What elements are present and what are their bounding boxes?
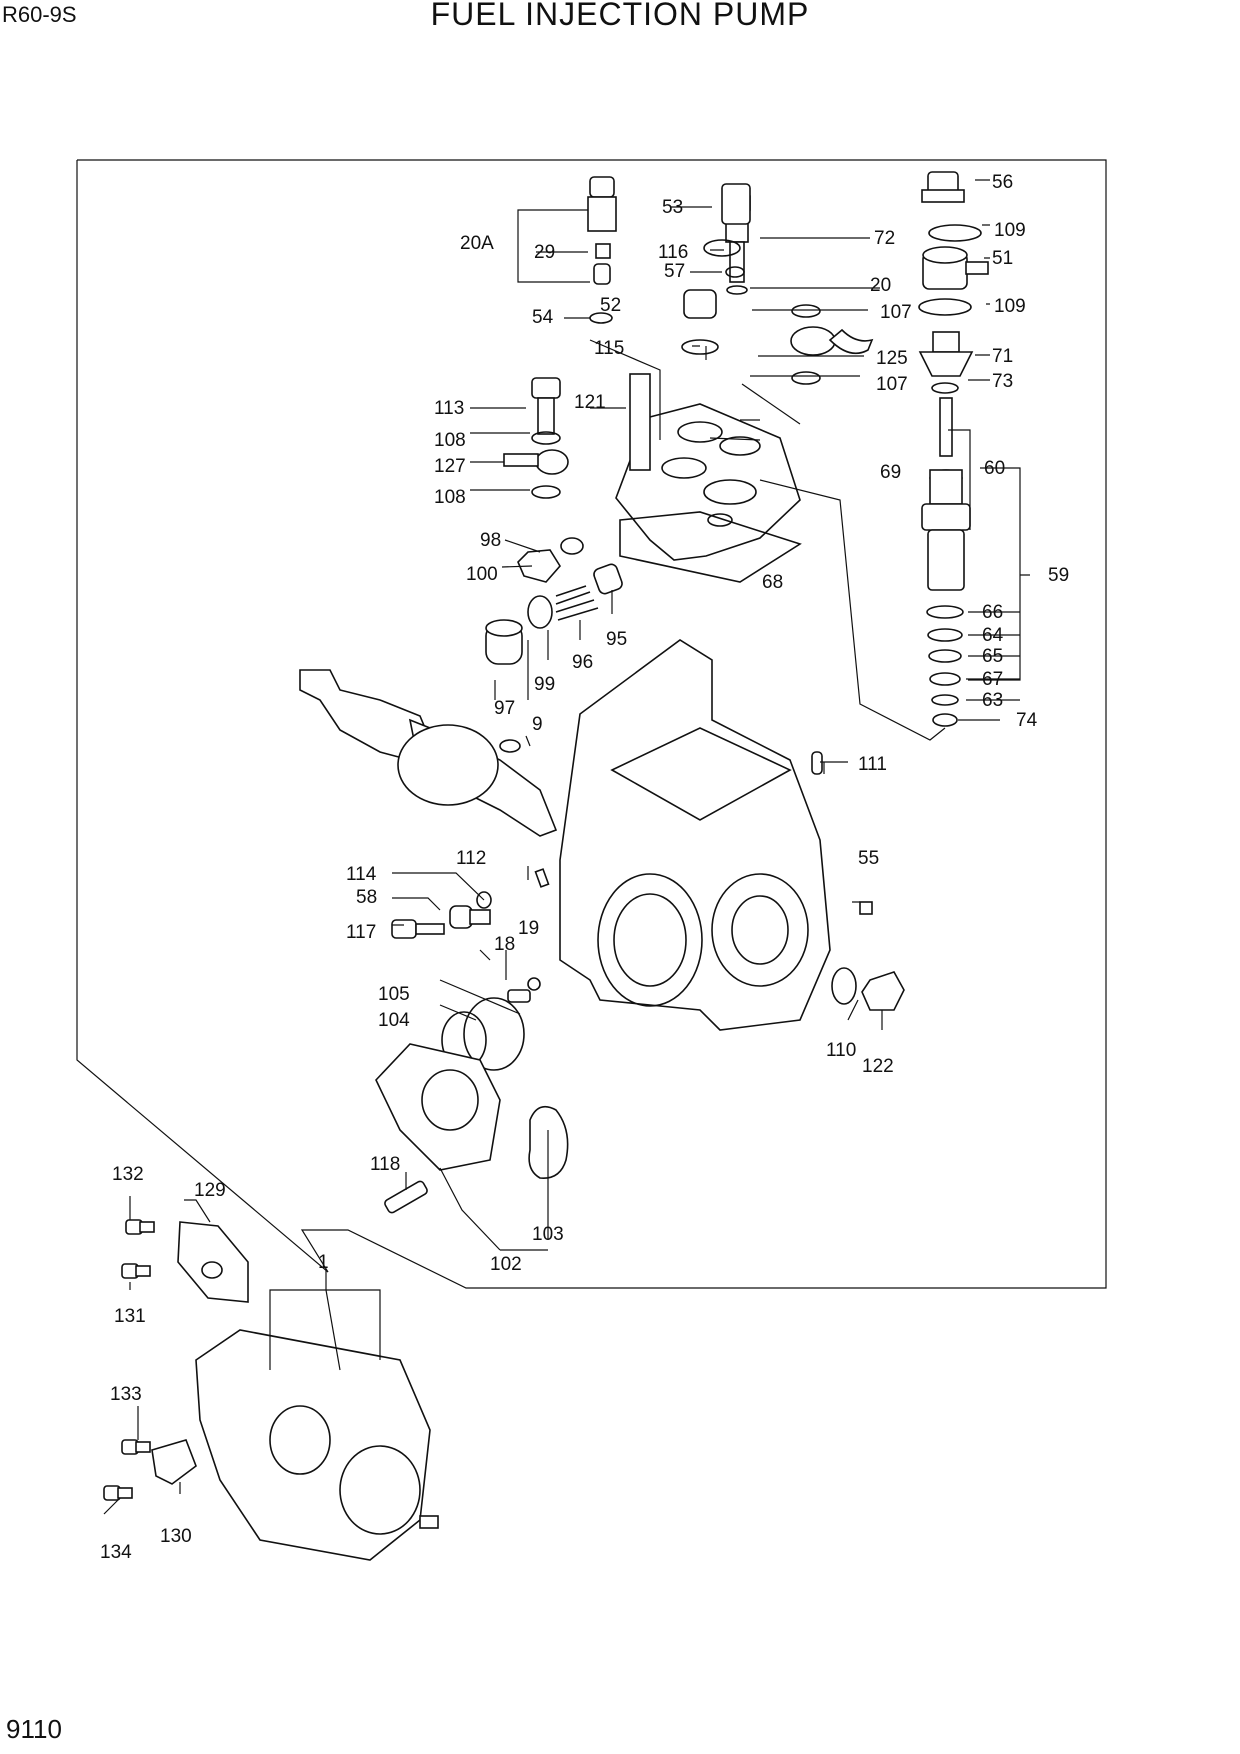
callout-20: 20	[870, 275, 891, 296]
callout-122: 122	[862, 1056, 894, 1077]
callout-103: 103	[532, 1224, 564, 1245]
callout-117: 117	[346, 922, 376, 943]
leader-lines	[103, 179, 1030, 1515]
callout-74: 74	[1016, 710, 1038, 731]
callout-53: 53	[662, 197, 683, 218]
overflow-valve-drawing	[587, 176, 874, 385]
callout-labels: 1 9 18 19 20 20A 29 51 52 53 54 55 56 57…	[100, 172, 1069, 1563]
feed-pump-drawing	[375, 997, 569, 1214]
callout-114: 114	[346, 864, 377, 885]
callout-131: 131	[114, 1306, 146, 1327]
callout-133: 133	[110, 1384, 142, 1405]
camshaft-drawing	[299, 669, 558, 837]
callout-100: 100	[466, 564, 498, 585]
callout-110: 110	[826, 1040, 856, 1061]
callout-58: 58	[356, 887, 377, 908]
callout-132: 132	[112, 1164, 144, 1185]
callout-99: 99	[534, 674, 555, 695]
callout-105: 105	[378, 984, 410, 1005]
callout-63: 63	[982, 690, 1003, 711]
callout-108-top: 108	[434, 430, 466, 451]
callout-1: 1	[318, 1252, 329, 1273]
model-code: R60-9S	[2, 2, 77, 27]
callout-59: 59	[1048, 565, 1069, 586]
callout-102: 102	[490, 1254, 522, 1275]
callout-54: 54	[532, 307, 554, 328]
callout-118: 118	[370, 1154, 400, 1175]
callout-125: 125	[876, 348, 908, 369]
callout-55: 55	[858, 848, 879, 869]
callout-57: 57	[664, 261, 685, 282]
callout-95: 95	[606, 629, 627, 650]
callout-18: 18	[494, 934, 515, 955]
callout-121: 121	[574, 392, 606, 413]
callout-109-bottom: 109	[994, 296, 1026, 317]
page-number: 9110	[6, 1714, 62, 1744]
callout-97: 97	[494, 698, 515, 719]
callout-104: 104	[378, 1010, 410, 1031]
callout-56: 56	[992, 172, 1013, 193]
callout-134: 134	[100, 1542, 132, 1563]
callout-66: 66	[982, 602, 1003, 623]
callout-127: 127	[434, 456, 466, 477]
callout-29: 29	[534, 242, 555, 263]
callout-129: 129	[194, 1180, 226, 1201]
callout-60: 60	[984, 458, 1005, 479]
callout-109-top: 109	[994, 220, 1026, 241]
callout-64: 64	[982, 625, 1004, 646]
callout-51: 51	[992, 248, 1013, 269]
callout-96: 96	[572, 652, 593, 673]
callout-20a: 20A	[460, 233, 494, 254]
callout-52: 52	[600, 295, 621, 316]
callout-108-bottom: 108	[434, 487, 466, 508]
callout-69: 69	[880, 462, 901, 483]
callout-116: 116	[658, 242, 688, 263]
pump-head-drawing	[615, 403, 802, 583]
diagram-frame	[76, 159, 1107, 1289]
page-title: FUEL INJECTION PUMP	[430, 0, 810, 32]
callout-19: 19	[518, 918, 539, 939]
callout-130: 130	[160, 1526, 192, 1547]
nut-and-washer-drawing	[831, 901, 905, 1011]
callout-112: 112	[456, 848, 486, 869]
callout-113: 113	[434, 398, 464, 419]
callout-68: 68	[762, 572, 783, 593]
callout-98: 98	[480, 530, 501, 551]
delivery-valve-assembly-drawing	[918, 171, 989, 727]
callout-72: 72	[874, 228, 895, 249]
callout-9: 9	[532, 714, 543, 735]
banjo-bolt-and-washers-drawing	[485, 373, 651, 665]
callout-67: 67	[982, 669, 1003, 690]
callout-107-bottom: 107	[876, 374, 908, 395]
complete-pump-assembly-drawing	[103, 1219, 439, 1561]
pump-housing-drawing	[559, 639, 831, 1031]
callout-73: 73	[992, 371, 1013, 392]
callout-111: 111	[858, 754, 887, 775]
callout-107-top: 107	[880, 302, 912, 323]
callout-65: 65	[982, 646, 1003, 667]
callout-71: 71	[992, 346, 1013, 367]
callout-115: 115	[594, 338, 624, 359]
